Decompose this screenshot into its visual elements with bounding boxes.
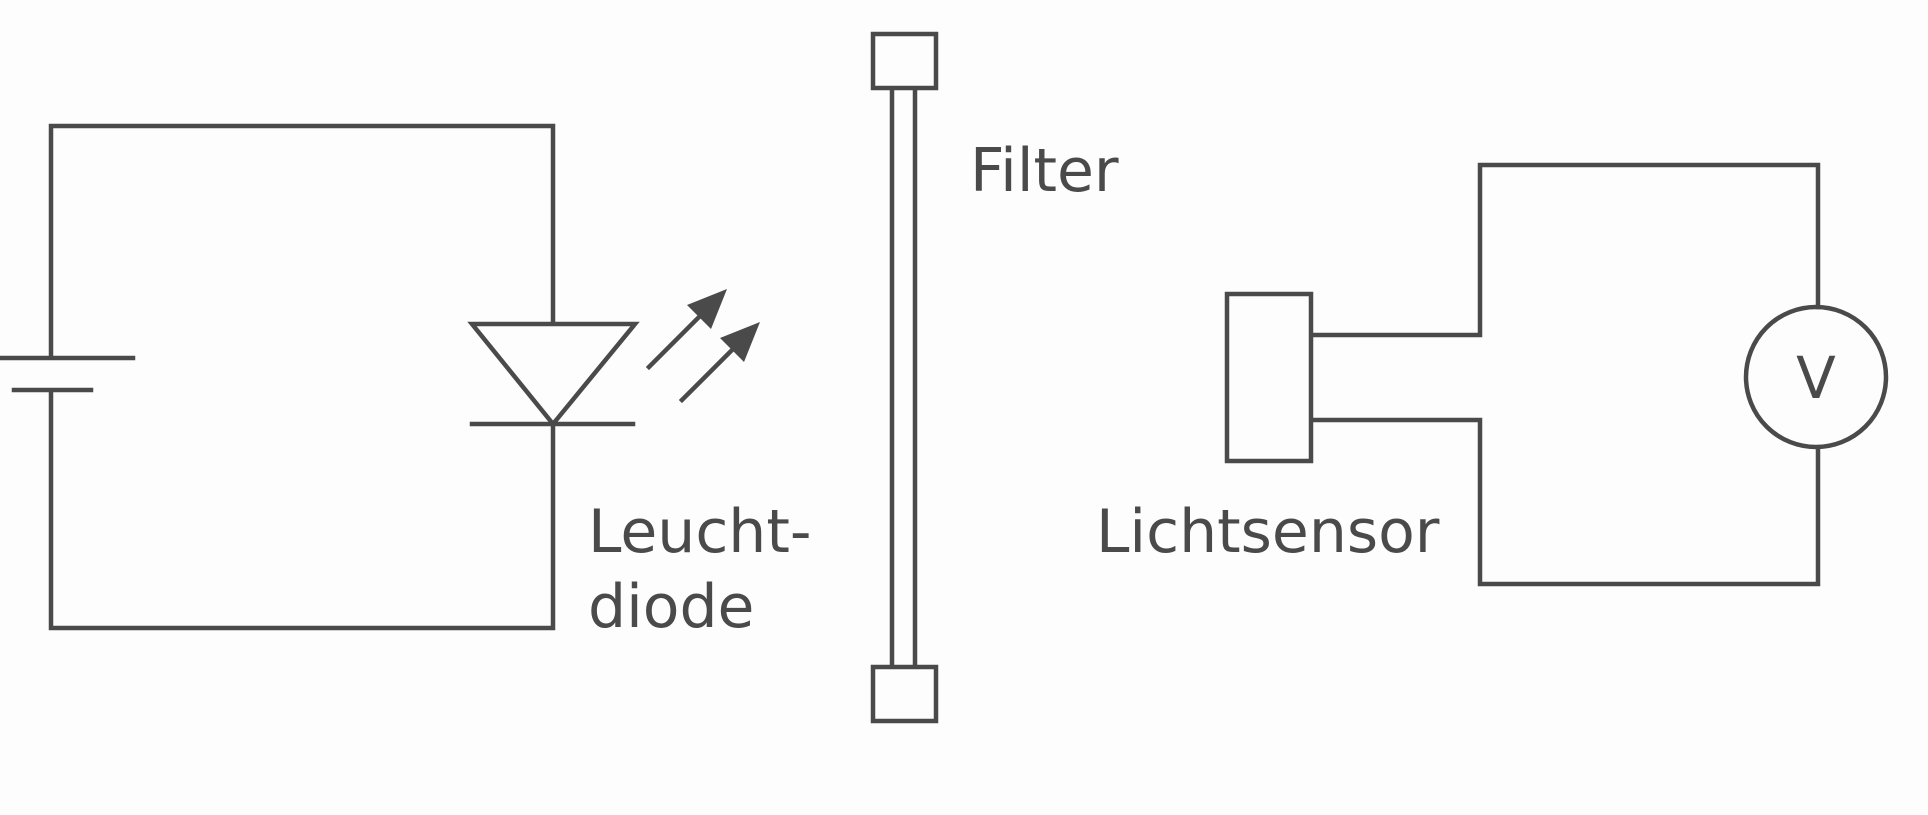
led-label-line2: diode — [588, 572, 754, 642]
voltmeter-label: V — [1796, 344, 1836, 412]
led-circuit-wire-bottom — [48, 389, 556, 631]
led-circuit — [0, 123, 760, 631]
voltmeter-symbol: V — [1743, 304, 1889, 450]
filter-symbol — [870, 31, 939, 724]
sensor-circuit-wire-bottom — [1310, 417, 1821, 587]
battery-symbol — [0, 355, 136, 393]
sensor-label: Lichtsensor — [1096, 497, 1440, 567]
led-symbol — [467, 321, 640, 428]
sensor-circuit: V — [1224, 162, 1889, 587]
light-sensor-symbol — [1224, 291, 1314, 464]
led-label-line1: Leucht- — [588, 497, 812, 567]
sensor-circuit-wire-top — [1310, 162, 1821, 338]
arrow-icon — [645, 289, 760, 404]
filter-label: Filter — [970, 136, 1119, 206]
led-circuit-wire-top — [48, 123, 556, 360]
